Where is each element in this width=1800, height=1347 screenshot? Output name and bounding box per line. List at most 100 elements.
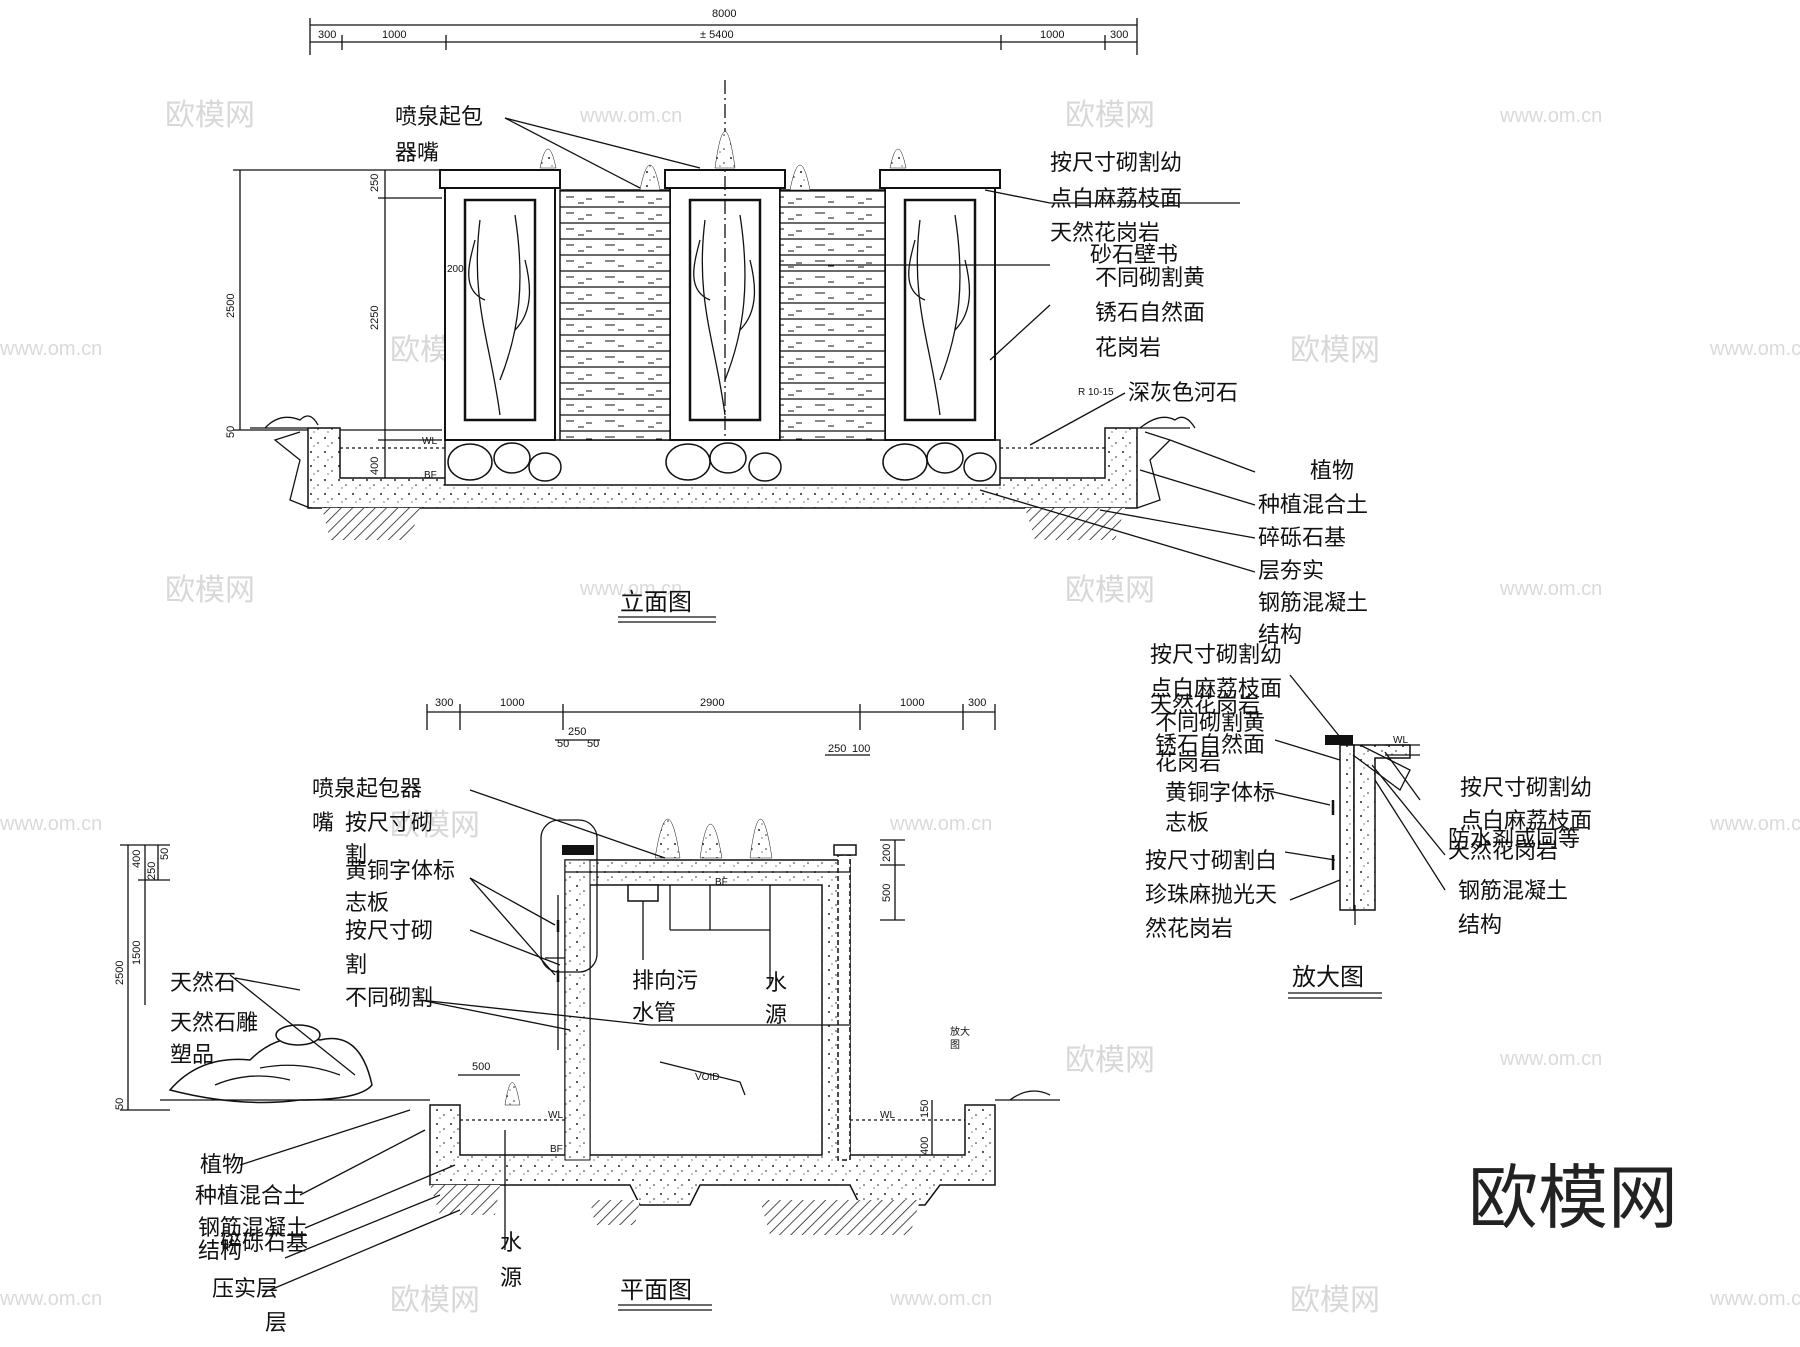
- plan-label: 割: [345, 843, 367, 868]
- plan-label: 喷泉起包器: [312, 777, 422, 802]
- elevation-pillar-right: [879, 169, 1001, 441]
- elevation-plant-right: [1139, 416, 1196, 429]
- watermark-url: www.om.cn: [1709, 1288, 1800, 1310]
- detail-label: 不同砌割黄: [1155, 711, 1265, 736]
- elevation-label: 碎砾石基: [1258, 526, 1346, 551]
- bf-label: BF: [424, 470, 437, 481]
- detail-label: 防水剂或同等: [1448, 827, 1580, 852]
- plan-view: 300 1000 2900 1000 300 250 50 50 250 100…: [114, 697, 1060, 1336]
- plan-void: VOID: [695, 1072, 719, 1083]
- plan-dim: 300: [435, 697, 453, 709]
- plan-inner-label: 水: [500, 1231, 522, 1256]
- detail-label: 结构: [1458, 913, 1502, 938]
- plan-label: 割: [345, 953, 367, 978]
- plan-dimension-left: 400 250 50 1500 2500 50: [114, 844, 171, 1111]
- watermark-brand: 欧模网: [165, 573, 255, 608]
- detail-label: 天然花岗岩: [1448, 839, 1558, 864]
- elevation-view: 8000 300 1000 ± 5400 1000 300 250 2250 2…: [225, 8, 1368, 648]
- elevation-label: 深灰色河石: [1128, 381, 1238, 406]
- elevation-leaders: [504, 117, 1256, 573]
- detail-label: 点白麻荔枝面: [1150, 677, 1282, 702]
- plan-label: 种植混合土: [195, 1184, 305, 1209]
- plan-label: 嘴: [312, 811, 334, 836]
- detail-label: 志板: [1165, 811, 1209, 836]
- watermark-url: www.om.cn: [579, 578, 682, 600]
- watermark-url: www.om.cn: [579, 105, 682, 127]
- plan-dim: 2500: [114, 961, 126, 985]
- elevation-label: 按尺寸砌割幼: [1050, 151, 1182, 176]
- detail-label: 然花岗岩: [1145, 917, 1233, 942]
- plan-label: 天然石雕: [170, 1011, 258, 1036]
- plan-wl: WL: [880, 1110, 895, 1121]
- watermark-brand: 欧模网: [1065, 1043, 1155, 1078]
- elevation-pillar-center: [664, 80, 786, 441]
- plan-dim: 2900: [700, 697, 724, 709]
- watermark-url: www.om.cn: [889, 813, 992, 835]
- dim-250: 250: [369, 174, 381, 192]
- detail-label: 锈石自然面: [1155, 733, 1265, 758]
- elevation-brick-wall-right: [779, 189, 886, 441]
- watermark-url: www.om.cn: [0, 1288, 102, 1310]
- elevation-label: 喷泉起包: [395, 105, 483, 130]
- watermark-url: www.om.cn: [1709, 338, 1800, 360]
- plan-label: 按尺寸砌: [345, 919, 433, 944]
- plan-label: 天然石: [170, 971, 236, 996]
- dim-1000: 1000: [382, 29, 406, 41]
- elevation-rock-base: [444, 439, 1001, 486]
- plan-inner-label: 源: [500, 1266, 522, 1291]
- dim-2250: 2250: [369, 306, 381, 330]
- plan-dimension-right: 200 500 150 400 500: [458, 839, 933, 1165]
- elevation-note-r: R 10-15: [1078, 387, 1114, 398]
- brand-logo: 欧模网: [1468, 1157, 1678, 1239]
- watermark-url: www.om.cn: [1499, 1048, 1602, 1070]
- detail-label: 黄铜字体标: [1165, 781, 1275, 806]
- plan-dim: 300: [968, 697, 986, 709]
- plan-inner-label: 水管: [632, 1001, 676, 1026]
- dim-300: 300: [1110, 29, 1128, 41]
- plan-wl: WL: [548, 1110, 563, 1121]
- plan-title: 平面图: [620, 1276, 692, 1304]
- plan-dim: 50: [557, 738, 569, 750]
- plan-label: 植物: [200, 1153, 244, 1178]
- plan-bf: BF: [715, 877, 728, 888]
- elevation-pillar-left: 200: [439, 169, 561, 441]
- watermark-url: www.om.cn: [889, 1288, 992, 1310]
- dim-200-note: 200: [447, 264, 464, 275]
- plan-dim: 250: [828, 743, 846, 755]
- detail-wl: WL: [1393, 735, 1408, 746]
- watermark-url: www.om.cn: [0, 338, 102, 360]
- plan-dim: 500: [881, 884, 893, 902]
- dim-1000: 1000: [1040, 29, 1064, 41]
- plan-label: 志板: [345, 891, 389, 916]
- watermark-url: www.om.cn: [1499, 105, 1602, 127]
- elevation-brick-wall-left: [559, 189, 671, 441]
- plan-label: 塑品: [170, 1043, 214, 1068]
- plan-dim: 400: [919, 1137, 931, 1155]
- detail-label: 按尺寸砌割白: [1145, 849, 1277, 874]
- plan-dim: 200: [881, 844, 893, 862]
- plan-dim: 50: [587, 738, 599, 750]
- detail-label: 按尺寸砌割幼: [1150, 643, 1282, 668]
- dim-2500: 2500: [225, 294, 237, 318]
- plan-bf: BF: [550, 1144, 563, 1155]
- detail-leaders: [1264, 674, 1446, 901]
- elevation-label: 锈石自然面: [1095, 301, 1205, 326]
- plan-label: 碎砾石基: [220, 1231, 308, 1256]
- plan-dim: 1500: [131, 941, 143, 965]
- plan-inner-label: 源: [765, 1003, 787, 1028]
- dim-8000: 8000: [712, 8, 736, 20]
- watermark-brand: 欧模网: [1065, 573, 1155, 608]
- elevation-label: 花岗岩: [1095, 336, 1161, 361]
- plan-dim: 400: [131, 850, 143, 868]
- plan-label: 不同砌割: [345, 986, 433, 1011]
- plan-basin: WL BF WL BF VOID: [429, 819, 996, 1250]
- plan-note: 图: [950, 1039, 960, 1051]
- elevation-dimension-top: 8000 300 1000 ± 5400 1000 300: [309, 8, 1138, 55]
- plan-dim: 250: [146, 862, 158, 880]
- watermark-brand: 欧模网: [1290, 1283, 1380, 1318]
- elevation-label: 植物: [1310, 459, 1354, 484]
- plan-label: 按尺寸砌: [345, 811, 433, 836]
- detail-label: 钢筋混凝土: [1458, 879, 1568, 904]
- plan-dimension-top: 300 1000 2900 1000 300 250 50 50 250 100: [426, 697, 996, 756]
